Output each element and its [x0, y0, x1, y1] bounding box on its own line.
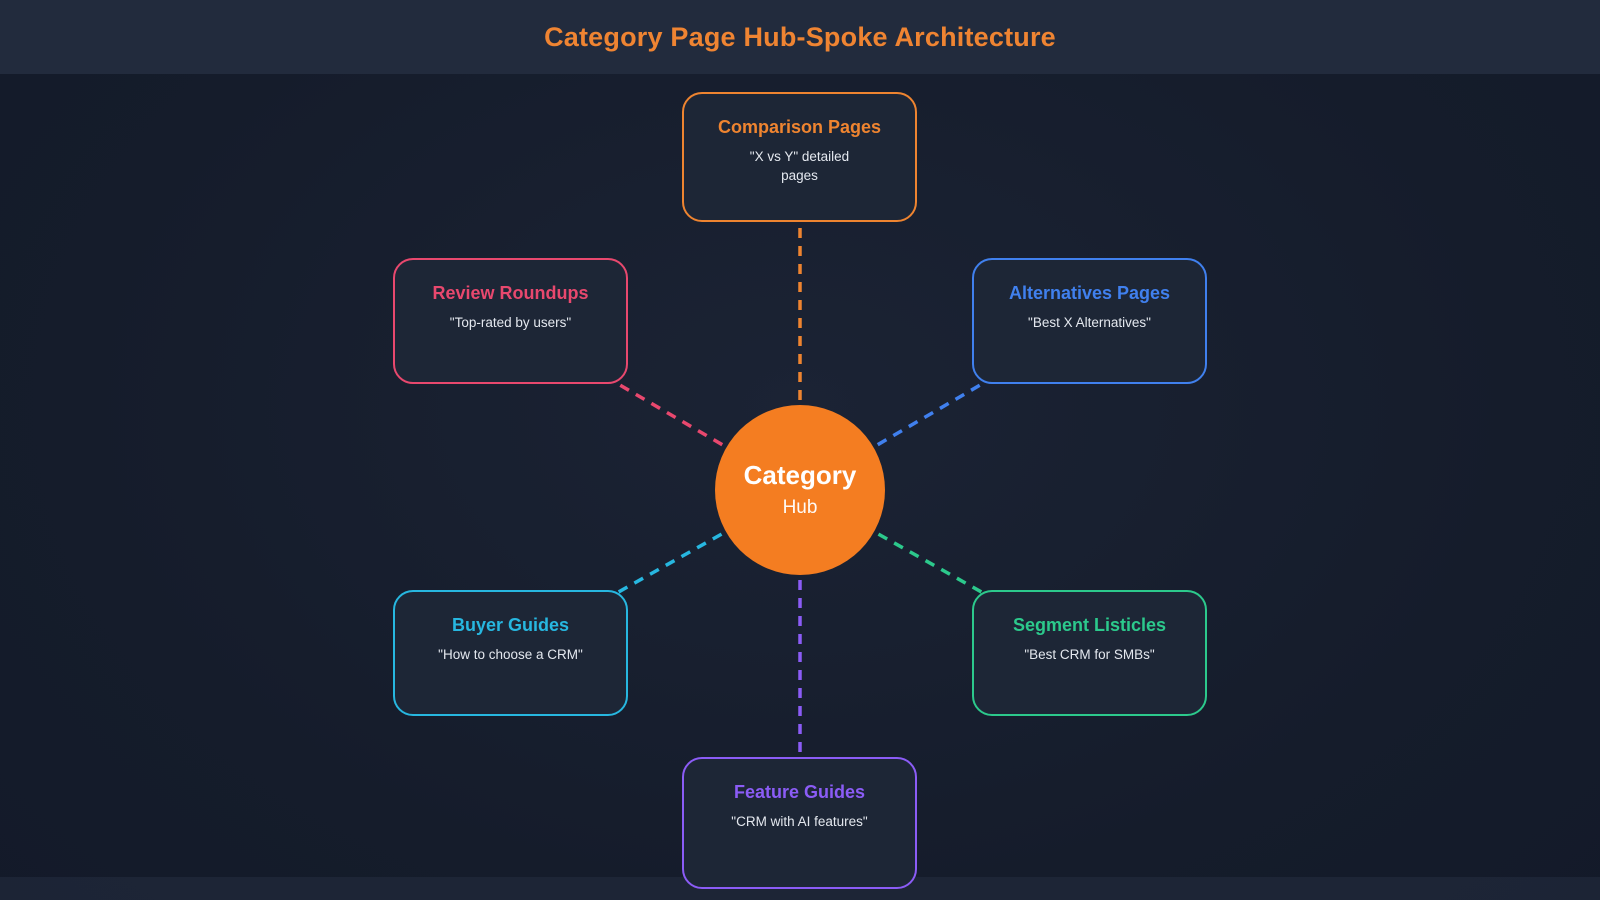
page-title: Category Page Hub-Spoke Architecture [544, 21, 1056, 52]
hub-subtitle: Hub [782, 496, 818, 518]
node-alternatives-pages: Alternatives Pages "Best X Alternatives" [972, 258, 1207, 384]
node-subtitle: "Top-rated by users" [449, 315, 572, 330]
node-title: Segment Listicles [1012, 615, 1167, 635]
node-buyer-guides: Buyer Guides "How to choose a CRM" [393, 590, 628, 716]
node-review-roundups: Review Roundups "Top-rated by users" [393, 258, 628, 384]
node-subtitle: "Best CRM for SMBs" [1024, 647, 1155, 662]
node-comparison-pages: Comparison Pages "X vs Y" detailed pages [682, 92, 917, 222]
node-title: Buyer Guides [451, 615, 570, 635]
hub-node: Category Hub [715, 405, 885, 575]
node-subtitle: "Best X Alternatives" [1028, 315, 1151, 330]
node-title: Alternatives Pages [1008, 283, 1171, 303]
node-feature-guides: Feature Guides "CRM with AI features" [682, 757, 917, 889]
hub-title: Category [743, 460, 857, 491]
node-subtitle: "X vs Y" detailed pages [749, 149, 850, 183]
node-subtitle: "How to choose a CRM" [438, 647, 583, 662]
header-bar: Category Page Hub-Spoke Architecture [0, 0, 1600, 74]
node-title: Feature Guides [733, 782, 866, 802]
node-title: Comparison Pages [717, 117, 882, 137]
node-segment-listicles: Segment Listicles "Best CRM for SMBs" [972, 590, 1207, 716]
node-title: Review Roundups [432, 283, 589, 303]
node-subtitle: "CRM with AI features" [731, 814, 868, 829]
